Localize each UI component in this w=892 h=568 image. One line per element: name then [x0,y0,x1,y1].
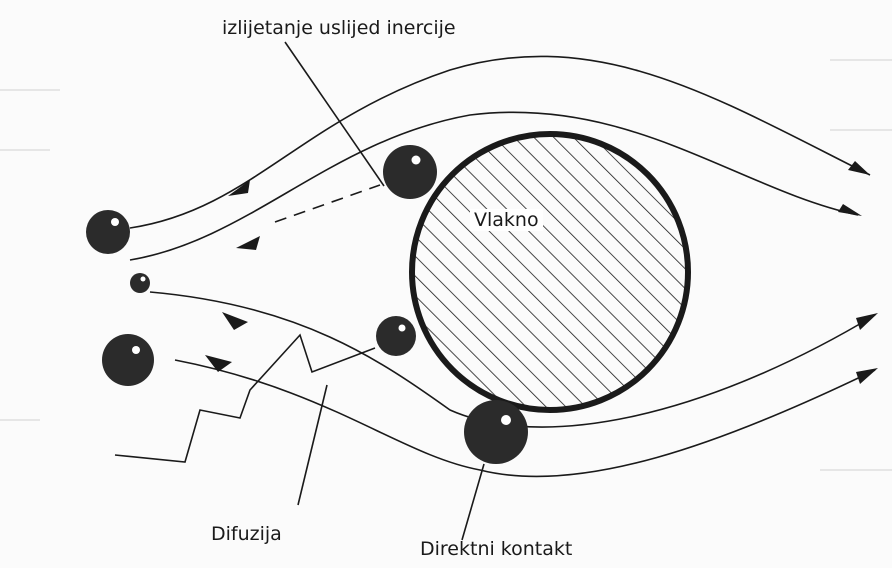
label-diffusion: Difuzija [211,523,282,545]
highlight [132,346,140,354]
particle-small [130,273,150,293]
particle-large [86,210,130,254]
arrow-head [848,161,870,175]
label-inertial-impaction: izlijetanje uslijed inercije [222,17,456,39]
highlight [412,156,421,165]
label-direct-contact: Direktni kontakt [420,538,572,560]
arrow-head [856,313,878,330]
highlight [111,218,119,226]
particle-large [102,334,154,386]
arrow-head [205,355,232,372]
arrow-head [222,312,248,330]
leader-inertia [285,42,384,186]
highlight [399,325,406,332]
label-fiber: Vlakno [470,209,543,231]
particle-diffusion [376,316,416,356]
particle-inertia [383,145,437,199]
arrow-head [236,236,260,250]
arrow-head [838,204,862,216]
fiber-circle [412,134,688,410]
diffusion-zigzag [115,335,375,462]
arrow-head [856,368,878,384]
highlight [141,277,146,282]
leader-contact [462,464,484,540]
particle-contact [464,400,528,464]
leader-diffusion [298,385,327,505]
highlight [501,415,511,425]
